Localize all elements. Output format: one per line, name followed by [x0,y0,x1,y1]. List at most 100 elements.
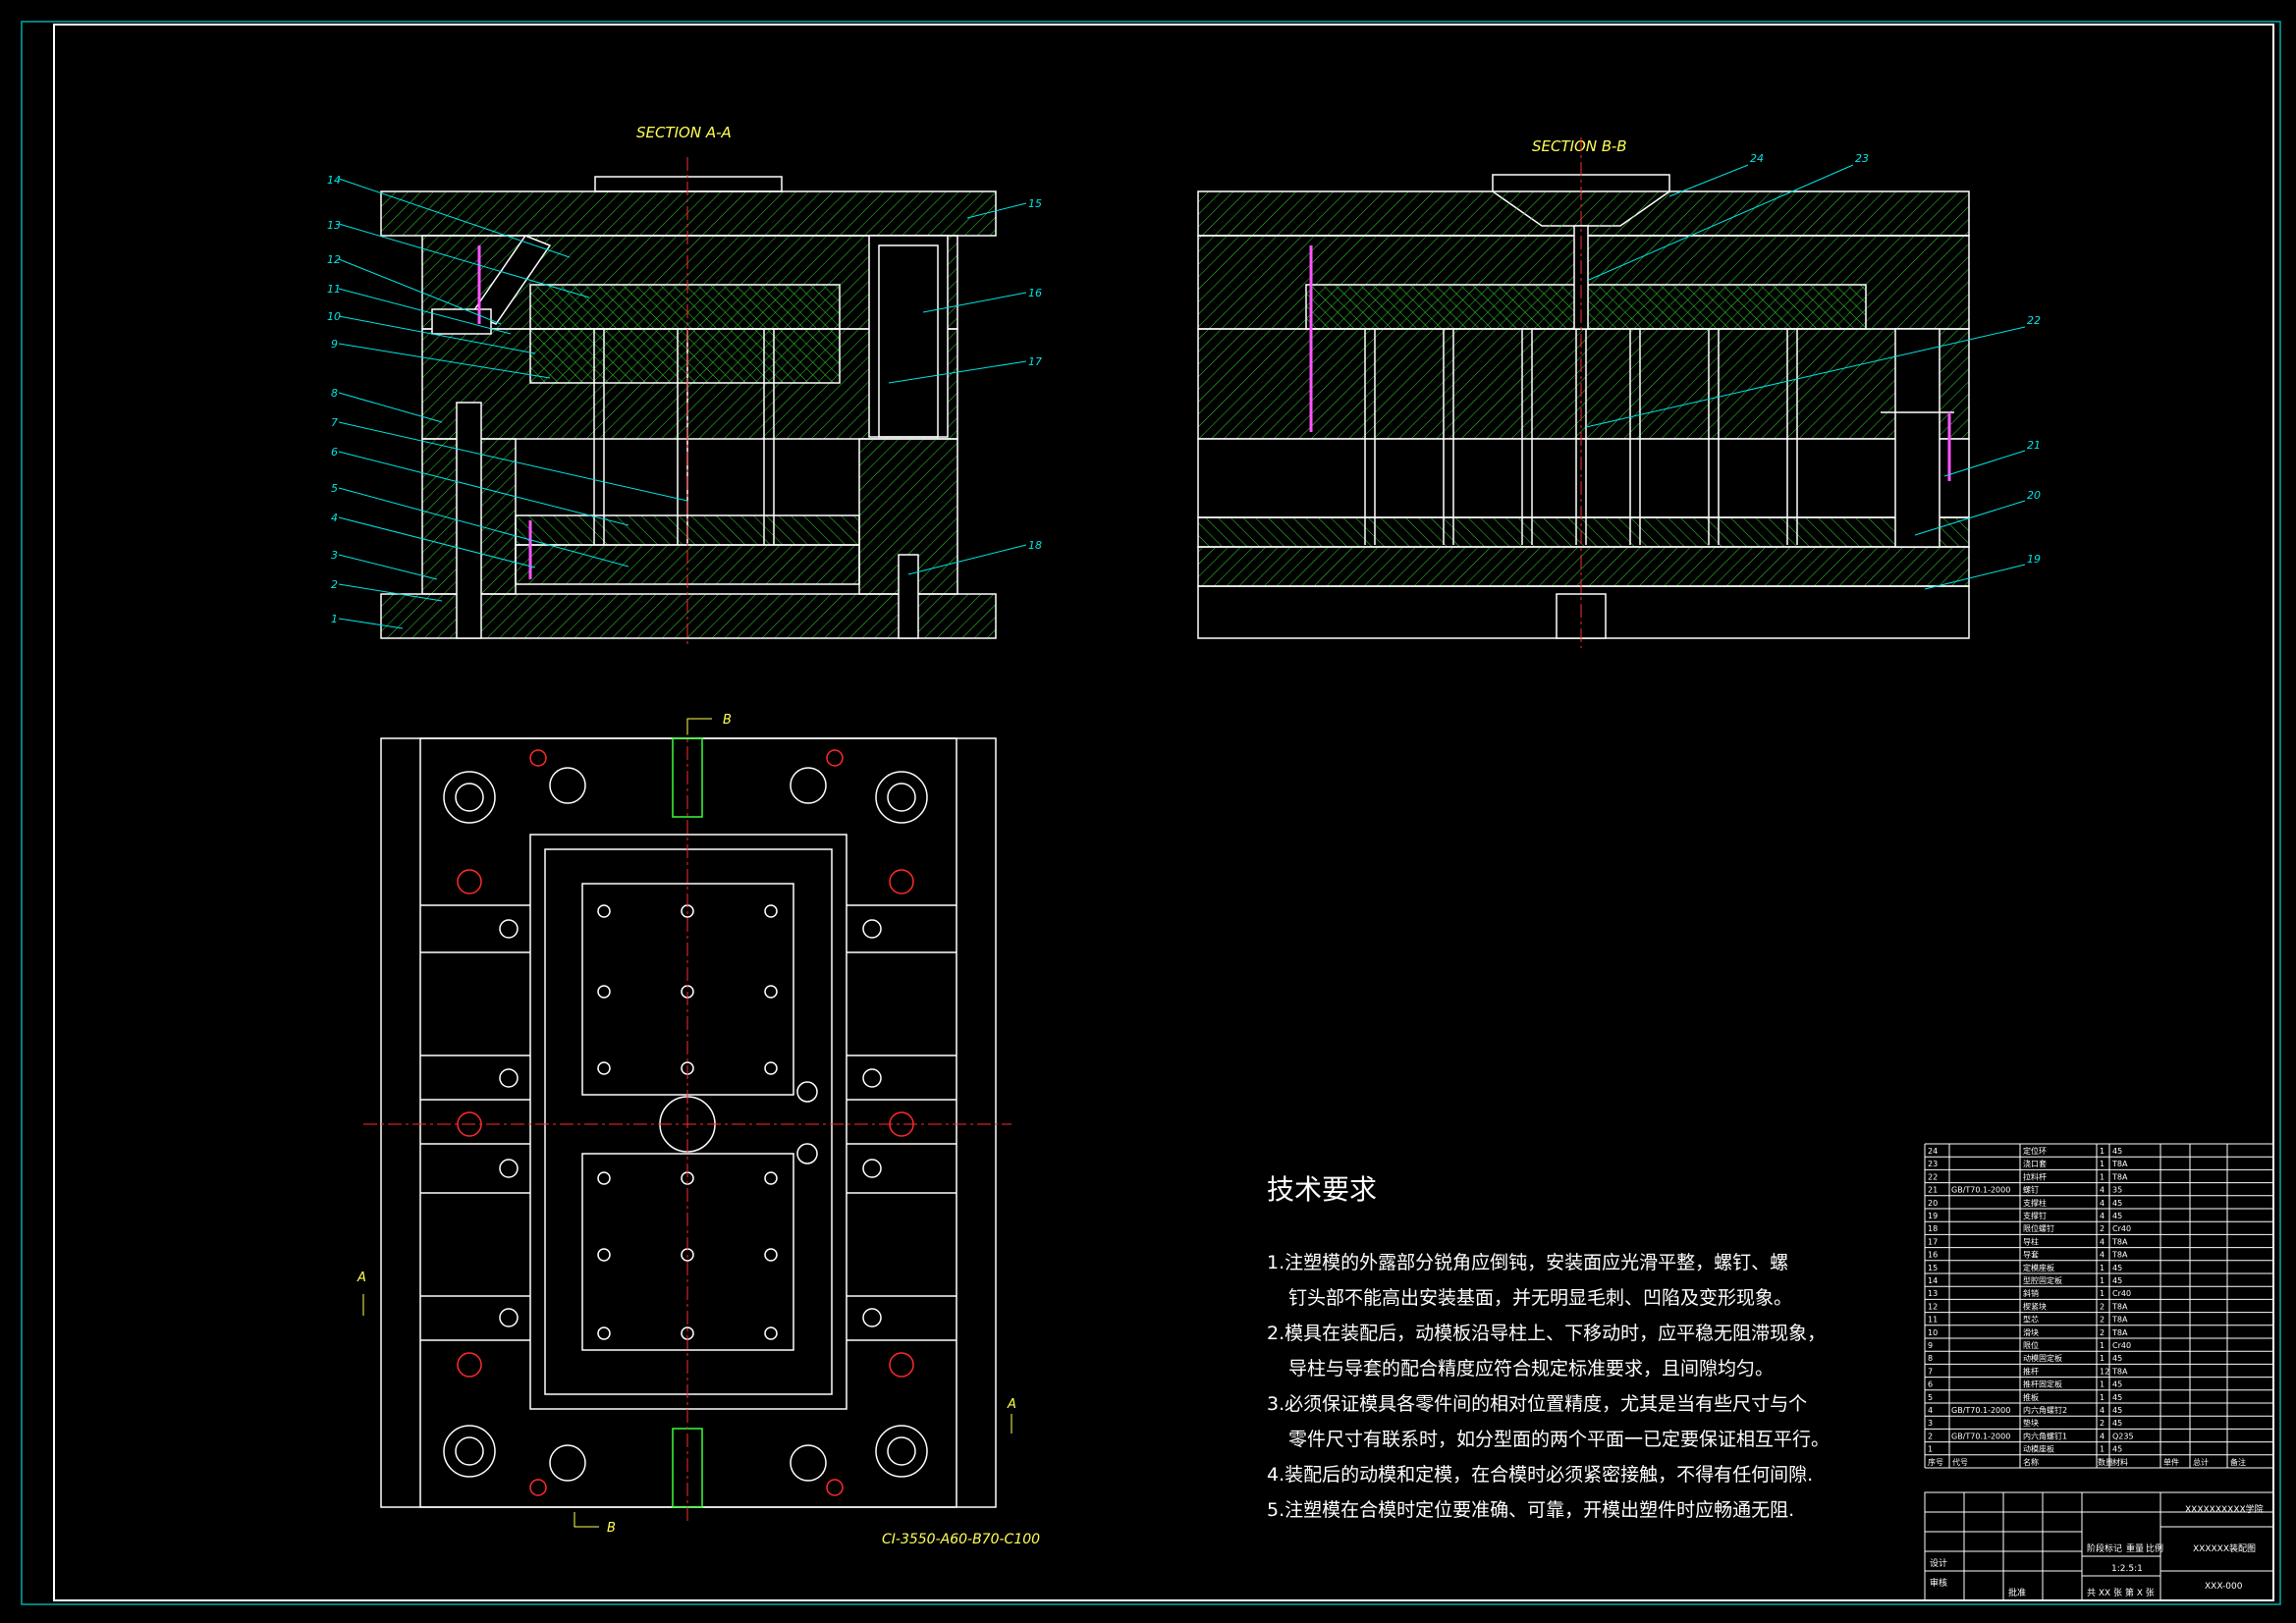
bom-name: 导套 [2023,1250,2039,1260]
bom-name: 限位螺钉 [2023,1223,2054,1233]
bom-material: 45 [2112,1406,2122,1415]
bom-name: 动模固定板 [2023,1353,2062,1363]
title-block [1924,1491,2274,1601]
bom-qty: 1 [2100,1172,2105,1181]
part-label: 22 [2027,314,2041,327]
tb-design: 设计 [1930,1557,1947,1569]
bom-qty: 4 [2100,1186,2105,1195]
bom-material: 45 [2112,1147,2122,1156]
drawing-no: XXX-000 [2205,1582,2243,1592]
bom-code: GB/T70.1-2000 [1951,1432,2010,1440]
note-line: 3.必须保证模具各零件间的相对位置精度，尤其是当有些尺寸与个 [1267,1393,1808,1415]
bom-no: 9 [1928,1341,1933,1350]
part-label: 14 [327,174,341,187]
bom-material: T8A [2111,1160,2128,1168]
bom-name: 楔紧块 [2023,1301,2047,1311]
part-label: 2 [331,578,338,591]
bom-qty: 2 [2100,1224,2105,1233]
title-block-text: XXXXXXXXXX学院 XXXXXX装配图 XXX-000 1:2.5:1 共… [1930,1503,2264,1598]
tb-weight: 重量 [2126,1542,2144,1554]
bom-qty: 1 [2100,1393,2105,1402]
part-label: 18 [1028,539,1042,552]
bom-no: 23 [1928,1160,1938,1168]
part-label: 20 [2027,489,2041,502]
bom-no: 17 [1928,1237,1938,1246]
tb-stage: 阶段标记 [2087,1542,2122,1554]
bom-no: 6 [1928,1380,1933,1389]
part-label: 5 [331,482,338,495]
bom-qty: 1 [2100,1380,2105,1389]
bom-material: T8A [2111,1251,2128,1260]
bom-qty: 2 [2100,1316,2105,1325]
bom-material: 45 [2112,1393,2122,1402]
bom-no: 11 [1928,1316,1938,1325]
bom-name: 推杆固定板 [2023,1380,2062,1389]
bom-material: Cr40 [2112,1341,2131,1350]
bom-header-single: 单件 [2163,1457,2179,1467]
school-name: XXXXXXXXXX学院 [2185,1503,2264,1515]
bom-qty: 2 [2100,1419,2105,1428]
bom-no: 8 [1928,1354,1933,1363]
bom-code: GB/T70.1-2000 [1951,1406,2010,1415]
bom-qty: 4 [2100,1199,2105,1208]
bom-no: 20 [1928,1199,1938,1208]
bom-name: 定模座板 [2023,1263,2054,1272]
bom-header-material: 材料 [2112,1457,2128,1467]
plan-view [363,722,1011,1522]
part-label: 17 [1028,355,1042,368]
part-label: 24 [1750,152,1764,165]
drawing-name: XXXXXX装配图 [2193,1542,2256,1554]
section-a-view: SECTION A-A [380,124,997,648]
section-a-leaders [338,178,1027,629]
part-label: 8 [331,387,338,400]
tb-approve: 批准 [2008,1587,2026,1598]
bom-qty: 4 [2100,1237,2105,1246]
section-a-title: SECTION A-A [636,124,732,141]
part-label: 15 [1028,197,1042,210]
section-a-label-group: 14 13 12 11 10 9 8 7 6 5 4 3 2 1 15 16 1… [327,174,1042,625]
section-b-title: SECTION B-B [1532,137,1627,155]
part-label: 3 [331,549,338,562]
bom-material: 45 [2112,1212,2122,1220]
part-label: 9 [331,338,338,351]
bom-no: 7 [1928,1367,1933,1376]
bom-no: 4 [1928,1406,1933,1415]
bom-qty: 1 [2100,1276,2105,1285]
bom-name: 浇口套 [2023,1159,2047,1168]
bom-name: 定位环 [2023,1146,2047,1156]
part-label: 12 [327,253,341,266]
bom-name: 动模座板 [2023,1444,2054,1454]
bom-header-name: 名称 [2023,1457,2039,1467]
bom-no: 2 [1928,1432,1933,1440]
bom-no: 1 [1928,1445,1933,1454]
note-line: 钉头部不能高出安装基面，并无明显毛刺、凹陷及变形现象。 [1288,1287,1793,1309]
part-label: 1 [331,613,338,625]
section-mark-a-left: A [356,1271,366,1285]
bom-header-code: 代号 [1952,1457,1968,1467]
bom-name: 支撑钉 [2023,1211,2047,1220]
note-line: 零件尺寸有联系时，如分型面的两个平面一已定要保证相互平行。 [1288,1429,1831,1450]
bom-name: 内六角螺钉1 [2023,1431,2067,1440]
bom-material: 45 [2112,1380,2122,1389]
bom-name: 型腔固定板 [2023,1275,2062,1285]
bom-name: 拉料杆 [2023,1171,2047,1181]
bom-material: Cr40 [2112,1289,2131,1298]
bom-name: 螺钉 [2023,1185,2039,1195]
bom-header-total: 总计 [2193,1457,2209,1467]
bom-header-note: 备注 [2230,1457,2246,1467]
part-label: 11 [327,283,341,296]
section-b-view: SECTION B-B [1197,137,1970,648]
bom-header-qty: 数量 [2098,1457,2113,1467]
bom-qty: 1 [2100,1147,2105,1156]
bom-no: 13 [1928,1289,1938,1298]
bom-material: 45 [2112,1264,2122,1272]
bom-material: T8A [2111,1316,2128,1325]
bom-material: 35 [2112,1186,2122,1195]
bom-material: T8A [2111,1237,2128,1246]
section-mark-b-bottom: B [607,1521,616,1536]
section-b-leaders [1585,164,2026,590]
bom-qty: 4 [2100,1251,2105,1260]
section-mark-b-top: B [723,713,732,728]
tb-check: 审核 [1930,1577,1947,1589]
